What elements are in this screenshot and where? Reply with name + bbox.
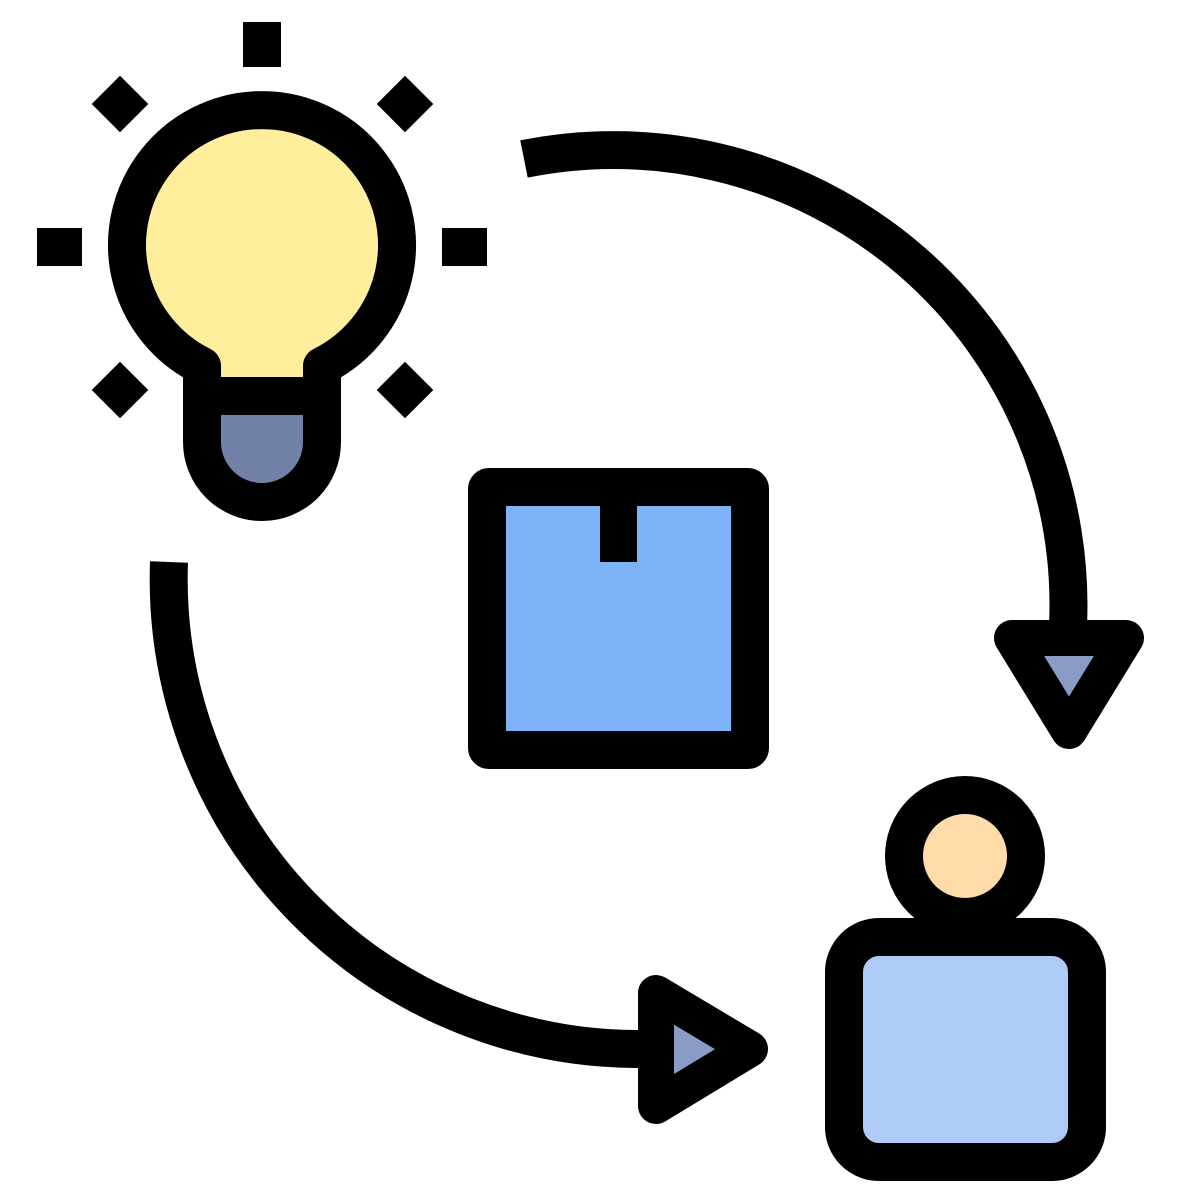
- arrow-curve-bottom: [149, 561, 645, 1069]
- lightbulb-icon: [37, 22, 487, 521]
- arrow-curve-top: [520, 131, 1088, 627]
- person-head: [885, 776, 1045, 936]
- arrow-head-right: [638, 975, 768, 1124]
- ray-bottom-right: [376, 361, 434, 419]
- arrow-head-down: [994, 620, 1144, 749]
- arrow-down-icon: [520, 131, 1144, 749]
- bulb-glass: [108, 91, 416, 417]
- ray-bottom-left: [91, 361, 149, 419]
- ray-top-right: [376, 75, 434, 133]
- person-body: [825, 918, 1106, 1181]
- ray-top: [243, 22, 281, 67]
- ray-left: [37, 228, 82, 266]
- box-body: [468, 468, 769, 769]
- user-icon: [825, 776, 1106, 1181]
- box-tape: [600, 490, 637, 562]
- arrow-right-icon: [149, 561, 768, 1124]
- package-box-icon: [468, 468, 769, 769]
- ray-right: [442, 228, 487, 266]
- bulb-base: [183, 377, 341, 521]
- ray-top-left: [91, 75, 149, 133]
